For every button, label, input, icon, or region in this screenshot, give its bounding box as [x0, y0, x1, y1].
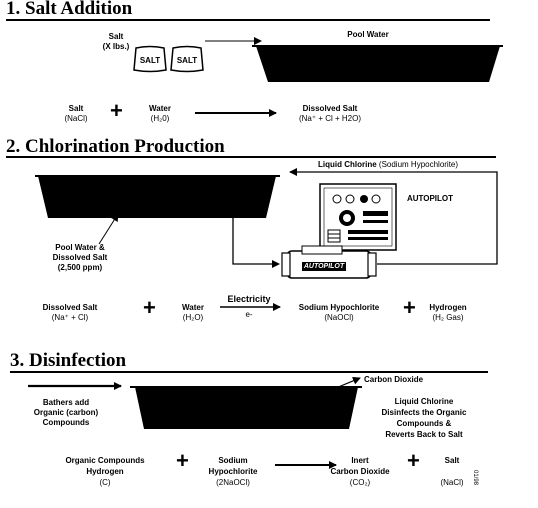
bathers-line-1: Bathers add [42, 398, 90, 407]
carbon-dioxide-label: Carbon Dioxide [364, 375, 424, 384]
eq3-plus-2: + [407, 448, 420, 473]
salt-qty: (X lbs.) [102, 42, 130, 51]
sodium-hypochlorite-paren: (Sodium Hypochlorite) [378, 160, 459, 169]
eq3-salt-name: Salt [444, 456, 460, 465]
pool-water-label: Pool Water [347, 30, 389, 39]
eq3-inert-formula: (CO₂) [349, 478, 371, 487]
electron-label: e- [245, 310, 253, 319]
salt-bag-1-label: SALT [139, 56, 161, 65]
liquid-chlorine-line-3: Compounds & [396, 419, 452, 428]
section-3-title: 3. Disinfection [10, 350, 127, 371]
eq2-plus-2: + [403, 295, 416, 320]
salt-bag-2-label: SALT [176, 56, 198, 65]
liquid-chlorine-line-1: Liquid Chlorine [394, 397, 454, 406]
eq3-inert-line-2: Carbon Dioxide [330, 467, 390, 476]
bathers-line-2: Organic (carbon) [33, 408, 99, 417]
eq3-sodium-line-1: Sodium [218, 456, 248, 465]
salt-bag-2 [170, 45, 204, 73]
section-3-rule [10, 371, 488, 373]
pool-desc-line-3: (2,500 ppm) [57, 263, 103, 272]
liquid-chlorine-caption: Liquid Chlorine (Sodium Hypochlorite) [318, 160, 458, 169]
autopilot-control-box [319, 183, 397, 251]
eq1-salt-name: Salt [68, 104, 84, 113]
eq1-dissolved-name: Dissolved Salt [302, 104, 358, 113]
salt-label: Salt [108, 32, 124, 41]
autopilot-cell [281, 245, 377, 279]
section-2-rule [6, 156, 496, 158]
eq3-inert-line-1: Inert [351, 456, 369, 465]
eq2-hypochlorite-formula: (NaOCl) [324, 313, 354, 322]
eq1-water-formula: (H₂0) [150, 114, 170, 123]
eq2-plus-1: + [143, 295, 156, 320]
eq2-dissolved-formula: (Na⁺ + Cl) [51, 313, 89, 322]
pool-desc-line-1: Pool Water & [55, 243, 105, 252]
pool-desc-line-2: Dissolved Salt [52, 253, 108, 262]
eq3-plus-1: + [176, 448, 189, 473]
eq1-dissolved-formula: (Na⁺ + Cl + H2O) [298, 114, 361, 123]
eq2-hypochlorite-name: Sodium Hypochlorite [298, 303, 380, 312]
autopilot-label: AUTOPILOT [406, 194, 454, 203]
eq1-plus: + [110, 98, 123, 123]
return-line-arrow [232, 215, 280, 268]
side-code: 01/98 [472, 470, 478, 486]
liquid-chlorine-line-4: Reverts Back to Salt [385, 430, 463, 439]
eq2-dissolved-name: Dissolved Salt [42, 303, 98, 312]
eq3-sodium-line-2: Hypochlorite [208, 467, 258, 476]
eq2-water-name: Water [182, 303, 204, 312]
liquid-chlorine-label: Liquid Chlorine [318, 160, 377, 169]
chlorine-loop-line [289, 168, 498, 265]
co2-arrow [335, 377, 361, 389]
electricity-label: Electricity [227, 294, 271, 304]
pool-2 [38, 176, 276, 218]
pool-3 [135, 387, 358, 429]
pool-desc-arrow [98, 213, 119, 245]
pool-1 [256, 46, 500, 82]
bathers-line-3: Compounds [42, 418, 90, 427]
section-2-title: 2. Chlorination Production [6, 136, 225, 157]
section-1-rule [6, 19, 490, 21]
eq1-salt-formula: (NaCl) [64, 114, 88, 123]
eq2-hydrogen-name: Hydrogen [429, 303, 467, 312]
eq3-organic-line-2: Hydrogen [86, 467, 124, 476]
autopilot-cell-logo: AUTOPILOT [303, 263, 345, 270]
eq2-water-formula: (H₂O) [182, 313, 204, 322]
section-1-title: 1. Salt Addition [6, 0, 133, 19]
eq3-organic-formula: (C) [99, 478, 111, 487]
eq1-water-name: Water [149, 104, 171, 113]
eq3-organic-line-1: Organic Compounds [65, 456, 145, 465]
eq2-hydrogen-formula: (H₂ Gas) [432, 313, 464, 322]
liquid-chlorine-line-2: Disinfects the Organic [381, 408, 467, 417]
eq3-sodium-formula: (2NaOCl) [216, 478, 250, 487]
eq3-salt-formula: (NaCl) [440, 478, 464, 487]
salt-bag-1 [133, 45, 167, 73]
